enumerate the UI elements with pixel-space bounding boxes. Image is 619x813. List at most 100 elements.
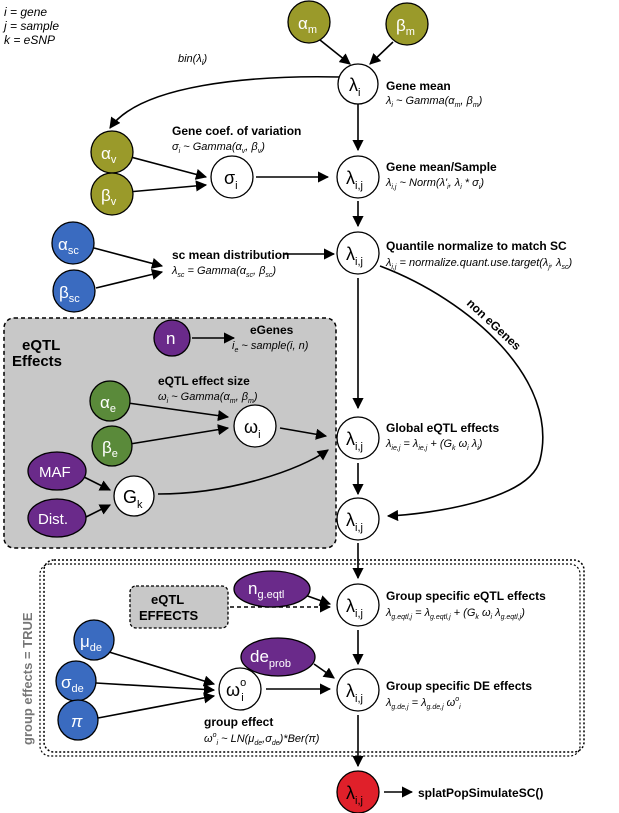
svg-text:λi,j: λi,j <box>346 429 363 453</box>
group-specific-eqtl-title: Group specific eQTL effects <box>386 589 546 603</box>
svg-text:MAF: MAF <box>39 464 71 481</box>
svg-text:μde: μde <box>80 632 102 654</box>
lambda-ij-final-node: λi,j <box>336 770 380 813</box>
svg-text:ng.eqtl: ng.eqtl <box>248 579 284 601</box>
svg-text:λi,j: λi,j <box>346 681 363 705</box>
svg-text:λi,j: λi,j <box>346 510 363 534</box>
edge-beta-m-lambda <box>369 41 394 65</box>
non-egenes-label: non eGenes <box>464 296 524 353</box>
dist-node: Dist. <box>27 498 87 538</box>
svg-text:βv: βv <box>101 186 117 208</box>
svg-text:βsc: βsc <box>59 283 80 305</box>
group-effects-true-label: group effects = TRUE <box>20 612 35 745</box>
pi-node: π <box>57 699 99 741</box>
gene-mean-title: Gene mean <box>386 79 451 93</box>
svg-text:αv: αv <box>101 144 117 166</box>
svg-text:n: n <box>166 329 175 348</box>
svg-text:ωoi: ωoi <box>226 677 246 704</box>
quantile-title: Quantile normalize to match SC <box>386 239 567 253</box>
beta-v-node: βv <box>90 172 134 216</box>
legend-gene: i = gene <box>4 5 47 19</box>
group-effect-title: group effect <box>204 715 273 729</box>
edge-alpha-m-lambda <box>319 39 351 65</box>
lambda-ij-node-4: λi,j <box>336 497 380 541</box>
sigma-de-node: σde <box>55 660 97 702</box>
svg-text:σde: σde <box>61 673 84 695</box>
gene-coef-title: Gene coef. of variation <box>172 124 301 138</box>
lambda-i-node: λi <box>337 63 379 105</box>
group-eqtl-box-title-1: eQTL <box>151 592 184 607</box>
lambda-ij-node-6: λi,j <box>336 668 380 712</box>
final-call-label: splatPopSimulateSC() <box>418 786 543 800</box>
svg-text:αsc: αsc <box>58 235 79 257</box>
beta-m-node: βm <box>385 2 429 46</box>
edge-omega-global <box>279 427 328 440</box>
edge-alpha-v-sigma <box>126 155 208 180</box>
edge-deprob-group-de <box>313 663 335 679</box>
eqtl-effects-box <box>3 317 337 549</box>
n-geqtl-node: ng.eqtl <box>233 570 311 608</box>
group-effect-eq: ωoi ~ LN(μde,σde)*Ber(π) <box>204 732 320 747</box>
sc-mean-title: sc mean distribution <box>172 248 289 262</box>
edge-gk-global <box>157 449 329 495</box>
edge-beta-sc <box>95 268 164 289</box>
group-eqtl-box-title-2: EFFECTS <box>139 608 199 623</box>
group-effects-box-shadow <box>39 563 581 757</box>
edge-alpha-e-omega <box>127 402 230 422</box>
svg-text:βm: βm <box>396 16 415 38</box>
alpha-e-node: αe <box>89 380 131 422</box>
group-specific-eqtl-eq: λg.eqtl,j = λg.eqtl,j + (Gk ωi λg.eqtl,j… <box>385 607 525 621</box>
gene-mean-sample-eq: λi,j ~ Norm(λ'i, λi * σi) <box>385 177 484 191</box>
global-eqtl-eq: λie,j = λie,j + (Gk ωi λi) <box>385 438 483 452</box>
svg-text:Gk: Gk <box>123 487 143 511</box>
eqtl-size-eq: ωi ~ Gamma(αm, βm) <box>158 391 258 405</box>
bin-label: bin(λi) <box>178 53 208 67</box>
lambda-ij-node-2: λi,j <box>336 231 380 275</box>
gene-mean-sample-title: Gene mean/Sample <box>386 160 497 174</box>
alpha-m-node: αm <box>287 0 331 44</box>
eqtl-box-title-1: eQTL <box>22 337 60 354</box>
beta-sc-node: βsc <box>52 269 96 313</box>
lambda-ij-node-5: λi,j <box>336 583 380 627</box>
gene-coef-eq: σi ~ Gamma(αv, βv) <box>172 141 265 155</box>
eqtl-box-title-2: Effects <box>12 353 62 370</box>
legend-sample: j = sample <box>2 19 59 33</box>
legend-esnp: k = eSNP <box>4 33 55 47</box>
svg-text:βe: βe <box>102 438 118 460</box>
maf-node: MAF <box>27 451 87 491</box>
svg-text:λi,j: λi,j <box>346 168 363 192</box>
svg-text:αe: αe <box>100 393 116 415</box>
sigma-i-node: σi <box>210 155 254 199</box>
svg-text:λi,j: λi,j <box>346 244 363 268</box>
group-specific-de-eq: λg.de,j = λg.de,j ωoi <box>385 696 461 711</box>
global-eqtl-title: Global eQTL effects <box>386 421 499 435</box>
egenes-eq: ie ~ sample(i, n) <box>232 340 309 354</box>
edge-alpha-sc <box>93 247 164 269</box>
alpha-v-node: αv <box>90 130 134 174</box>
svg-text:π: π <box>71 712 83 731</box>
alpha-sc-node: αsc <box>51 221 95 265</box>
edge-maf-gk <box>83 476 112 491</box>
lambda-ij-node-1: λi,j <box>336 155 380 199</box>
group-specific-de-title: Group specific DE effects <box>386 679 532 693</box>
edge-dist-gk <box>83 504 112 519</box>
svg-text:λi,j: λi,j <box>346 596 363 620</box>
group-eqtl-box <box>129 585 229 629</box>
edge-mu-omega-o <box>108 651 216 687</box>
edge-sigma-omega-o <box>95 682 216 695</box>
edge-pi-omega-o <box>97 692 216 719</box>
sc-mean-eq: λsc = Gamma(αsc, βsc) <box>171 265 276 279</box>
edge-bin <box>109 75 341 129</box>
egenes-title: eGenes <box>250 323 294 337</box>
svg-text:deprob: deprob <box>250 647 291 670</box>
group-effects-box <box>43 559 585 753</box>
de-prob-node: deprob <box>240 637 316 677</box>
n-node: n <box>153 319 191 357</box>
eqtl-size-title: eQTL effect size <box>158 374 250 388</box>
lambda-ij-node-3: λi,j <box>336 416 380 460</box>
g-k-node: Gk <box>113 475 155 517</box>
svg-text:ωi: ωi <box>244 417 261 441</box>
edge-beta-e-omega <box>129 424 230 445</box>
